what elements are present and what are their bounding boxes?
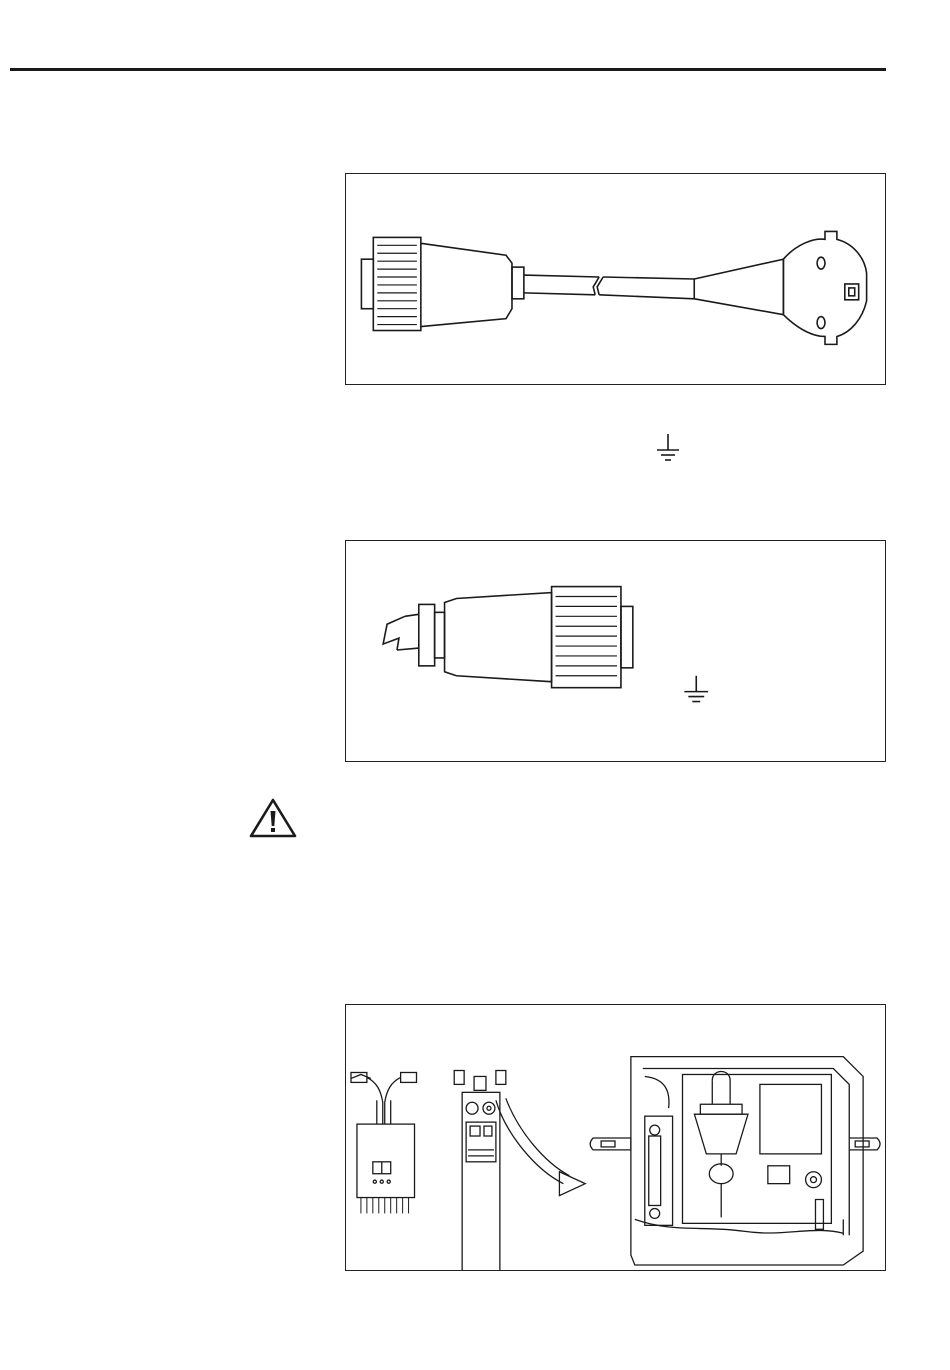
- figure-threaded-connector: [345, 540, 886, 762]
- ground-icon: [655, 432, 681, 464]
- cable-plug-illustration: [346, 174, 885, 384]
- ground-icon: [684, 676, 708, 702]
- figure-module-installation: [345, 1004, 886, 1271]
- threaded-connector-illustration: [346, 541, 885, 761]
- module-installation-illustration: [346, 1005, 885, 1270]
- header-rule: [10, 68, 886, 71]
- warning-icon: [248, 797, 298, 839]
- figure-cable-with-plug: [345, 173, 886, 385]
